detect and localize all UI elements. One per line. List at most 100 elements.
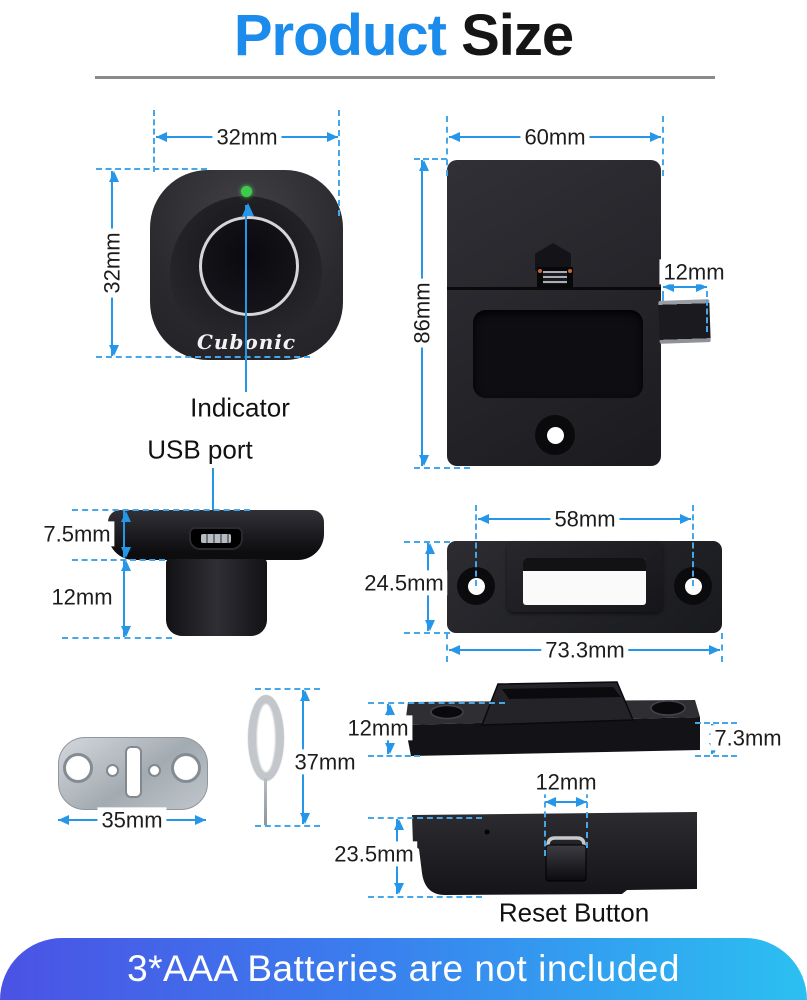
body-height-label: 23.5mm <box>330 841 418 867</box>
stem-height-dimension <box>121 560 131 637</box>
extension-line <box>255 825 320 827</box>
screw-hole-center <box>684 577 702 595</box>
front-height-label: 32mm <box>99 228 125 298</box>
button-width-label: 12mm <box>531 769 601 795</box>
side-height-label: 12mm <box>343 715 413 741</box>
indicator-pointer-arrow <box>242 203 254 392</box>
extension-line <box>662 291 664 301</box>
back-width-label: 60mm <box>520 124 590 150</box>
usb-port-caption: USB port <box>147 434 253 465</box>
extension-line <box>72 559 165 561</box>
eject-pin-needle <box>264 778 267 825</box>
extension-line <box>368 896 482 898</box>
extension-line <box>62 637 172 639</box>
extension-line <box>586 792 588 848</box>
extension-line <box>414 158 447 160</box>
extension-line <box>544 792 546 856</box>
extension-line <box>338 110 340 216</box>
mount-hole <box>63 753 93 783</box>
extension-line <box>414 467 470 469</box>
extension-line <box>96 356 310 358</box>
mount-plate <box>58 737 208 810</box>
lock-bottom-side <box>412 812 697 895</box>
lock-body-back <box>447 160 661 466</box>
latch-width-label: 12mm <box>659 259 729 285</box>
recessed-panel <box>473 310 643 398</box>
plate-front-face <box>405 717 700 756</box>
usb-contacts <box>201 534 231 543</box>
extension-line <box>72 509 250 511</box>
front-width-label: 32mm <box>212 124 282 150</box>
title-divider <box>95 76 715 79</box>
stem-height-label: 12mm <box>47 584 117 610</box>
screw-hole <box>430 704 464 720</box>
mount-hole-small <box>106 764 119 777</box>
button-clip <box>546 836 586 857</box>
latch-box-inset <box>502 687 621 699</box>
extension-line <box>662 116 664 176</box>
screw-hole <box>650 700 686 716</box>
opening-shadow <box>523 558 646 571</box>
flange-height-dimension <box>121 511 131 558</box>
back-height-label: 86mm <box>409 278 435 348</box>
clip-pin <box>538 269 542 273</box>
battery-notice-banner: 3*AAA Batteries are not included <box>0 938 807 1000</box>
screw-hole-center <box>546 426 564 444</box>
extension-line <box>153 110 155 172</box>
page-title-highlight: Product <box>233 3 447 68</box>
extension-line <box>695 755 737 757</box>
plate-height-label: 24.5mm <box>360 570 448 596</box>
battery-cover-seam <box>447 287 661 290</box>
extension-line <box>368 702 505 704</box>
strike-plate-side <box>405 681 700 756</box>
extension-line <box>475 505 477 586</box>
extension-line <box>96 168 207 170</box>
extension-line <box>368 755 420 757</box>
strike-plate-front <box>447 541 722 633</box>
eject-pin-ring <box>248 695 284 781</box>
extension-line <box>692 505 694 586</box>
latch-frame <box>507 541 663 612</box>
reset-button-caption: Reset Button <box>498 897 650 928</box>
indicator-caption: Indicator <box>190 392 290 423</box>
extension-line <box>368 817 482 819</box>
mount-hole <box>171 753 201 783</box>
screw-hole <box>535 415 575 455</box>
reset-button <box>545 844 587 882</box>
button-width-dimension <box>545 797 587 807</box>
mount-hole-small <box>148 764 161 777</box>
flange-height-label: 7.5mm <box>39 521 115 547</box>
battery-notice-text: 3*AAA Batteries are not included <box>127 948 680 989</box>
micro-usb-port <box>189 527 243 550</box>
mount-plate-width-label: 35mm <box>97 807 167 833</box>
extension-line <box>255 688 320 690</box>
extension-line <box>721 633 723 662</box>
screw-hole-center <box>467 577 485 595</box>
page-title-rest: Size <box>461 3 574 68</box>
clip-pin <box>568 269 572 273</box>
extension-line <box>695 722 737 724</box>
extension-line <box>446 116 448 176</box>
extension-line <box>446 633 448 662</box>
hole-span-label: 58mm <box>550 506 620 532</box>
clip-grip-lines <box>543 271 567 284</box>
lock-stem-side <box>166 559 267 636</box>
battery-cover-clip <box>537 267 573 288</box>
extension-line <box>706 291 708 332</box>
fingerprint-sensor <box>199 216 299 316</box>
base-height-label: 7.3mm <box>710 725 786 751</box>
plate-width-label: 73.3mm <box>541 637 629 663</box>
mount-slot <box>125 746 142 798</box>
latch-width-dimension <box>663 282 707 292</box>
latch-opening <box>523 558 646 605</box>
pinhole <box>484 829 490 835</box>
pin-length-label: 37mm <box>290 749 360 775</box>
